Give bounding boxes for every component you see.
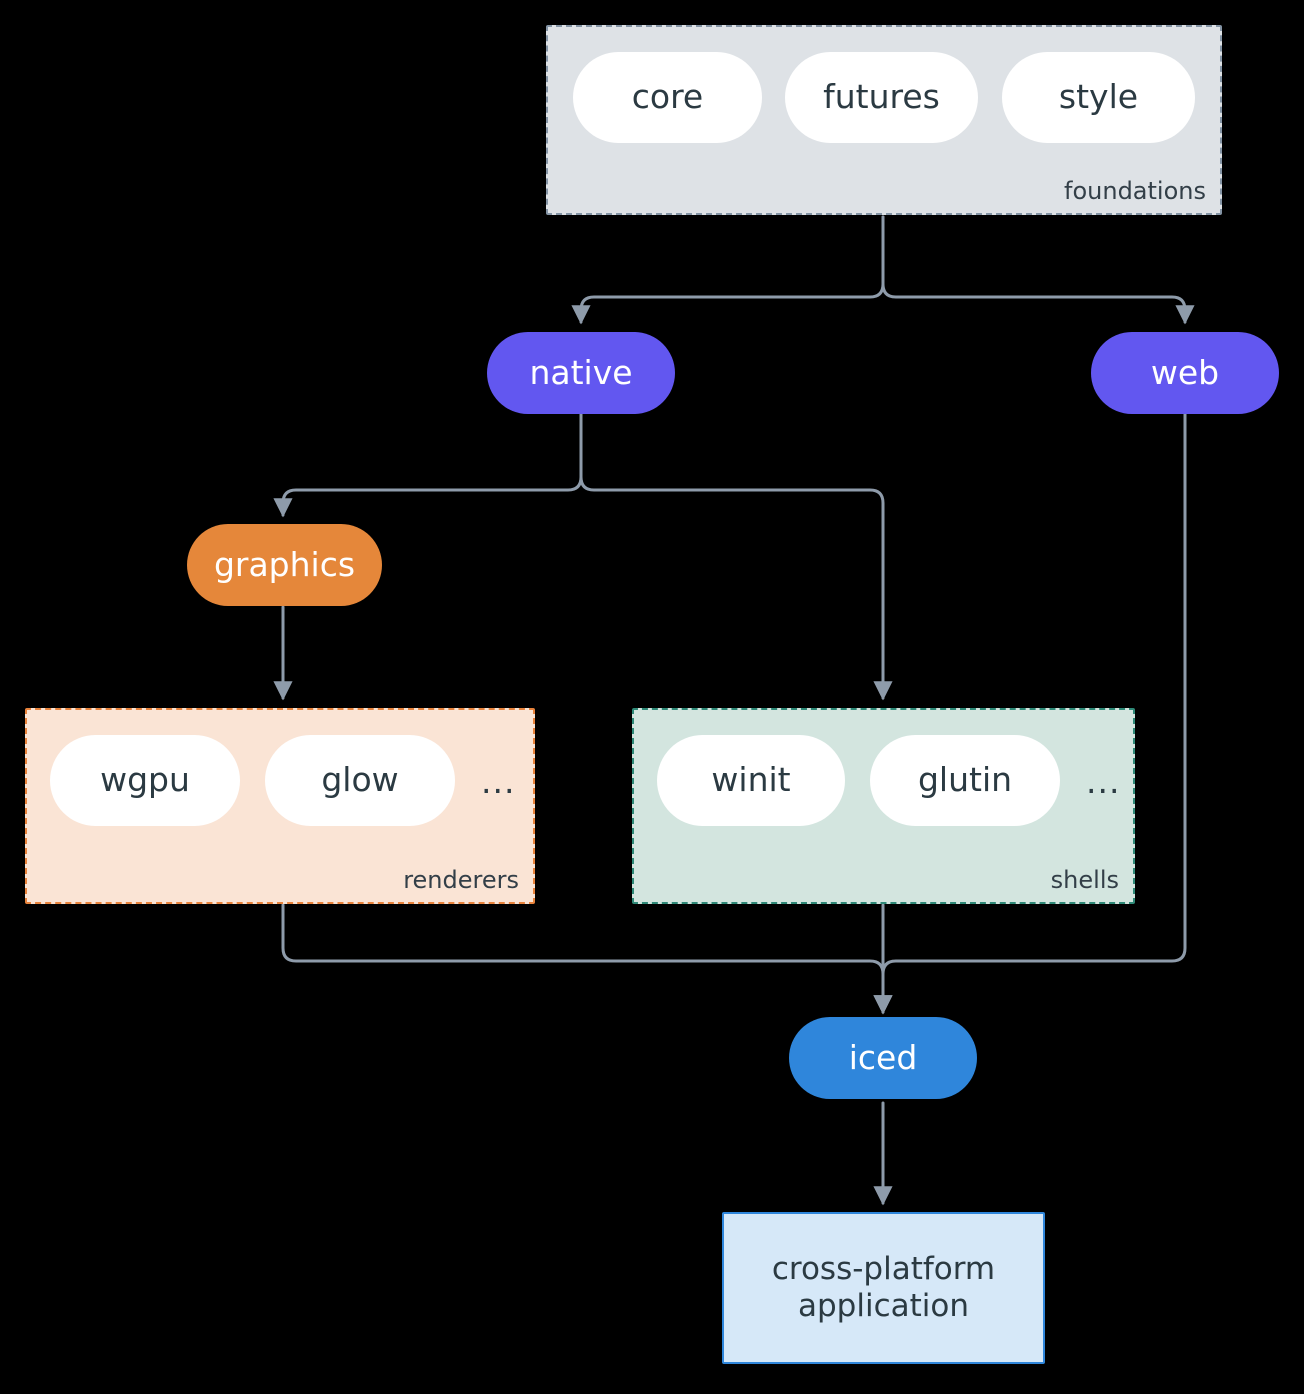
node-winit[interactable]: winit — [657, 735, 845, 826]
cluster-renderers-label: renderers — [403, 866, 519, 894]
node-shells-more: ... — [1086, 762, 1121, 801]
node-native-label: native — [529, 352, 633, 392]
edge-renderers-iced — [281, 903, 893, 1015]
cluster-foundations-label: foundations — [1064, 177, 1206, 205]
node-renderers-more: ... — [481, 762, 516, 801]
node-web[interactable]: web — [1091, 332, 1279, 414]
node-glow[interactable]: glow — [265, 735, 455, 826]
edge-native-graphics — [273, 411, 583, 518]
node-iced-label: iced — [848, 1037, 918, 1077]
edge-foundations-web — [881, 215, 1195, 325]
node-winit-label: winit — [711, 760, 791, 800]
node-iced[interactable]: iced — [789, 1017, 977, 1099]
node-graphics-label: graphics — [213, 544, 356, 584]
node-style-label: style — [1058, 77, 1139, 117]
edge-foundations-native — [571, 215, 885, 325]
node-style[interactable]: style — [1002, 52, 1195, 143]
node-glow-label: glow — [321, 760, 399, 800]
node-wgpu-label: wgpu — [100, 760, 190, 800]
node-futures-label: futures — [823, 77, 940, 117]
node-wgpu[interactable]: wgpu — [50, 735, 240, 826]
edge-native-shells — [579, 411, 893, 701]
node-application-label-line1: cross-platform — [771, 1251, 996, 1288]
node-application[interactable]: cross-platform application — [722, 1212, 1045, 1364]
node-native[interactable]: native — [487, 332, 675, 414]
node-graphics[interactable]: graphics — [187, 524, 382, 606]
node-core-label: core — [631, 77, 704, 117]
node-glutin[interactable]: glutin — [870, 735, 1060, 826]
node-web-label: web — [1150, 352, 1220, 392]
node-futures[interactable]: futures — [785, 52, 978, 143]
cluster-shells-label: shells — [1050, 866, 1119, 894]
node-glutin-label: glutin — [917, 760, 1013, 800]
node-core[interactable]: core — [573, 52, 762, 143]
node-application-label-line2: application — [798, 1288, 969, 1324]
